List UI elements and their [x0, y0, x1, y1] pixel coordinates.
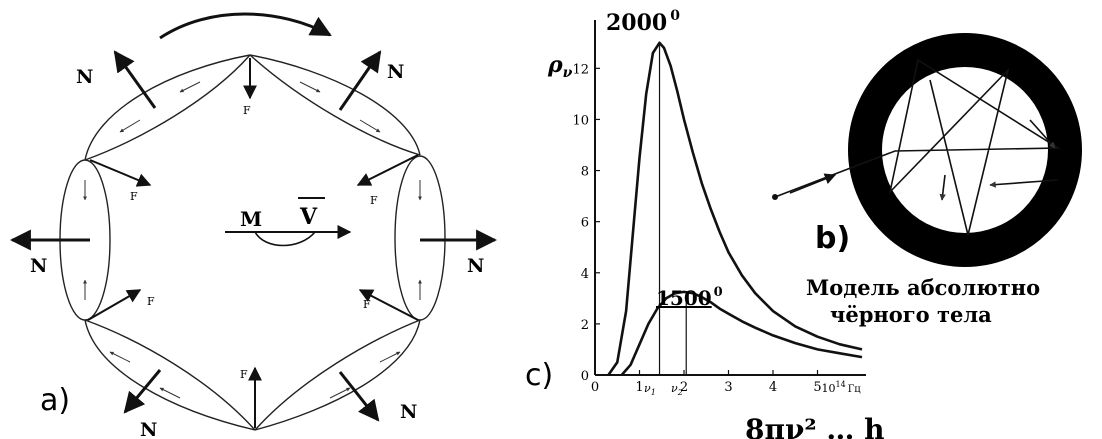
x-tick-label: 2 — [680, 380, 688, 395]
n-label: N — [467, 255, 484, 277]
mass-label: M — [240, 207, 262, 231]
x-tick-label: 5 — [813, 380, 821, 395]
caption-line-2: чёрного тела — [830, 302, 992, 327]
panel-b-diagram: b) Модель абсолютно чёрного тела — [772, 33, 1082, 327]
f-label: F — [147, 295, 155, 308]
black-body-ring — [848, 33, 1082, 267]
panel-b-label: b) — [815, 221, 850, 256]
y-tick-label: 6 — [581, 216, 589, 231]
n-arrow-top-left — [113, 50, 157, 109]
n-arrow-bottom-left — [123, 369, 162, 414]
mass-orbit — [254, 231, 316, 247]
y-tick-label: 4 — [581, 267, 589, 282]
y-tick-label: 0 — [581, 369, 589, 384]
chart-series — [607, 41, 863, 376]
y-tick-label: 8 — [581, 165, 589, 180]
n-label: N — [76, 66, 93, 88]
normal-force-arrows — [9, 50, 498, 422]
n-arrow-bottom-right — [338, 371, 380, 422]
x-tick-label: 0 — [591, 380, 599, 395]
n-label: N — [387, 61, 404, 83]
y-tick-label: 10 — [572, 113, 589, 128]
x-tick-label: 1 — [635, 380, 643, 395]
f-label: F — [243, 104, 251, 117]
n-label: N — [400, 401, 417, 423]
panel-a-diagram: N N N N N N F F F F F F M V a) — [9, 12, 498, 439]
n-label: N — [30, 255, 47, 277]
ray-source-dot — [772, 194, 778, 200]
f-label: F — [370, 194, 378, 207]
flow-arrows — [83, 81, 422, 399]
f-label: F — [240, 368, 248, 381]
incoming-ray-arrow — [789, 173, 837, 194]
y-axis-label: ρν — [547, 52, 573, 81]
velocity-label: V — [299, 204, 318, 230]
ray-path — [774, 58, 1061, 236]
chart-axes — [594, 20, 866, 376]
nu2-label: ν2 — [671, 382, 683, 397]
f-force-arrows — [87, 58, 419, 428]
panel-a-label: a) — [40, 383, 70, 418]
rotation-arrow — [159, 12, 332, 40]
nu1-label: ν1 — [644, 382, 656, 397]
y-tick-label: 12 — [572, 62, 589, 77]
caption-line-1: Модель абсолютно — [806, 275, 1040, 300]
f-label: F — [130, 190, 138, 203]
x-tick-label: 3 — [724, 380, 732, 395]
x-tick-label: 4 — [769, 380, 777, 395]
formula-fragment: 8πν² … h — [745, 413, 885, 439]
n-arrow-top-right — [338, 50, 382, 111]
y-tick-label: 2 — [581, 318, 589, 333]
n-label: N — [140, 419, 157, 439]
series-line-2000 — [607, 41, 863, 376]
hexagon-petals — [59, 54, 446, 431]
panel-c-label: c) — [525, 358, 553, 393]
series-line-1500 — [620, 290, 863, 376]
f-label: F — [363, 298, 371, 311]
